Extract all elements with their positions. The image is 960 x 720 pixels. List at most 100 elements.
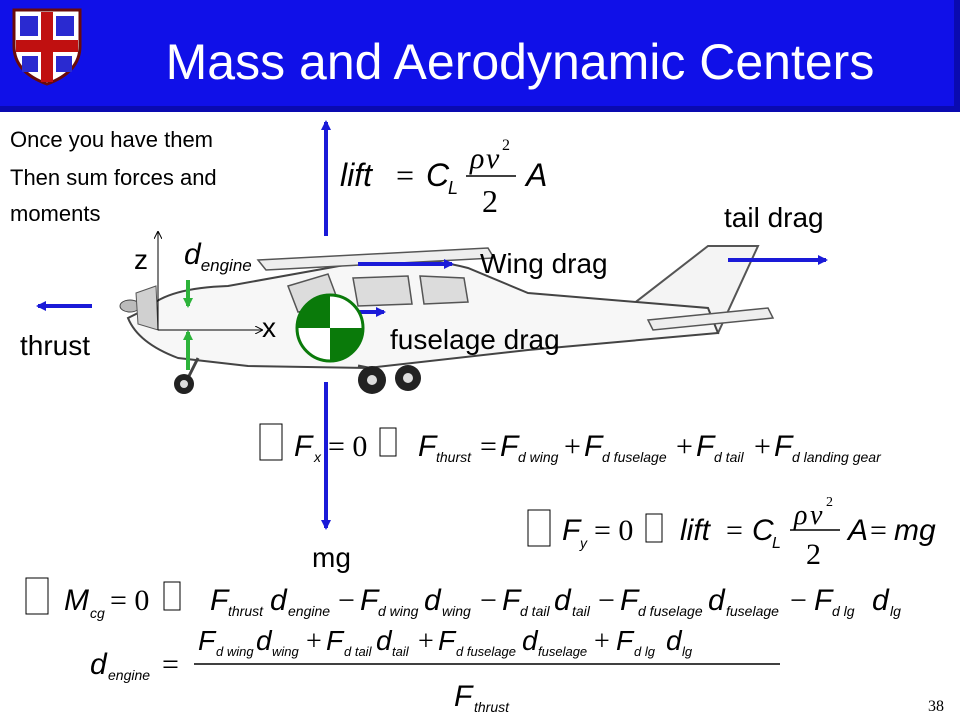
university-crest-logo	[12, 8, 82, 86]
lift-equation: lift = C L ρ v 2 2 A	[340, 137, 547, 219]
svg-text:=: =	[726, 514, 743, 547]
thrust-label: thrust	[20, 330, 91, 361]
svg-text:=: =	[870, 514, 887, 547]
sum-fy-equation: F y = 0 lift = C L ρ v 2 2 A = mg	[527, 495, 936, 571]
svg-text:L: L	[448, 178, 458, 198]
page-number: 38	[928, 698, 944, 715]
svg-text:wing: wing	[442, 603, 471, 619]
svg-text:F: F	[326, 625, 345, 656]
svg-text:mg: mg	[894, 514, 936, 547]
weight-label: mg	[312, 542, 351, 573]
svg-text:+: +	[594, 626, 610, 657]
svg-text:d wing: d wing	[378, 603, 419, 619]
svg-text:= 0: = 0	[594, 514, 633, 547]
svg-text:+: +	[418, 626, 434, 657]
svg-text:F: F	[774, 430, 794, 463]
svg-text:F: F	[562, 514, 582, 547]
note-line-2: Then sum forces and	[10, 165, 217, 190]
svg-text:d: d	[376, 625, 393, 656]
svg-text:+: +	[306, 626, 322, 657]
svg-text:thrust: thrust	[474, 699, 510, 715]
x-axis-label: x	[262, 312, 276, 343]
svg-text:d: d	[708, 584, 726, 617]
svg-text:=: =	[480, 430, 497, 463]
svg-text:d: d	[256, 625, 273, 656]
svg-text:lift: lift	[340, 157, 373, 193]
svg-text:d tail: d tail	[714, 449, 744, 465]
note-line-1: Once you have them	[10, 127, 214, 152]
svg-text:F: F	[360, 584, 380, 617]
svg-text:ρ: ρ	[469, 142, 484, 175]
svg-text:F: F	[502, 584, 522, 617]
svg-text:tail: tail	[392, 644, 410, 659]
svg-text:L: L	[772, 535, 781, 552]
svg-text:M: M	[64, 584, 89, 617]
svg-text:−: −	[338, 584, 355, 617]
svg-text:C: C	[752, 514, 774, 547]
svg-text:F: F	[418, 430, 438, 463]
svg-text:F: F	[620, 584, 640, 617]
svg-text:fuselage: fuselage	[538, 644, 587, 659]
svg-text:−: −	[480, 584, 497, 617]
svg-text:fuselage: fuselage	[726, 603, 779, 619]
z-axis-label: z	[134, 244, 148, 275]
svg-text:d fuselage: d fuselage	[602, 449, 667, 465]
svg-text:lg: lg	[682, 644, 693, 659]
svg-text:F: F	[814, 584, 834, 617]
svg-text:+: +	[676, 430, 693, 463]
svg-text:A: A	[846, 514, 868, 547]
svg-text:d tail: d tail	[344, 644, 373, 659]
svg-text:F: F	[210, 584, 230, 617]
svg-text:A: A	[524, 157, 547, 193]
svg-text:d fuselage: d fuselage	[456, 644, 516, 659]
svg-text:d: d	[90, 648, 108, 681]
svg-text:F: F	[500, 430, 520, 463]
svg-text:F: F	[294, 430, 314, 463]
note-line-3: moments	[10, 201, 101, 226]
svg-text:d wing: d wing	[216, 644, 254, 659]
svg-text:=: =	[162, 648, 179, 681]
center-of-gravity-symbol	[295, 293, 365, 363]
title-banner	[0, 0, 960, 112]
svg-text:= 0: = 0	[328, 430, 367, 463]
svg-text:+: +	[564, 430, 581, 463]
svg-text:2: 2	[502, 137, 510, 154]
fuselage-drag-label: fuselage drag	[390, 324, 560, 355]
svg-text:=: =	[396, 157, 414, 193]
svg-text:tail: tail	[572, 603, 591, 619]
svg-text:−: −	[598, 584, 615, 617]
svg-text:thrust: thrust	[228, 603, 264, 619]
svg-text:F: F	[696, 430, 716, 463]
sum-fx-equation: F x = 0 F thurst = F d wing + F d fusela…	[259, 423, 882, 465]
svg-text:F: F	[584, 430, 604, 463]
svg-text:cg: cg	[90, 605, 105, 621]
svg-text:y: y	[579, 535, 588, 551]
d-engine-equation: d engine = F d wing d wing + F d tail d …	[90, 625, 780, 715]
svg-text:F: F	[198, 625, 217, 656]
svg-text:2: 2	[826, 495, 833, 510]
airplane-illustration	[119, 245, 775, 394]
svg-text:v: v	[486, 142, 500, 175]
svg-text:thurst: thurst	[436, 449, 472, 465]
svg-text:d: d	[554, 584, 572, 617]
slide-title: Mass and Aerodynamic Centers	[165, 34, 875, 90]
svg-text:d lg: d lg	[832, 603, 855, 619]
svg-text:−: −	[790, 584, 807, 617]
svg-text:ρ: ρ	[793, 500, 807, 531]
svg-text:d: d	[666, 625, 683, 656]
svg-text:2: 2	[482, 183, 498, 219]
svg-text:wing: wing	[272, 644, 300, 659]
svg-text:F: F	[454, 680, 474, 713]
svg-text:d: d	[522, 625, 539, 656]
svg-text:2: 2	[806, 538, 821, 571]
svg-text:v: v	[810, 500, 823, 531]
svg-text:F: F	[438, 625, 457, 656]
tail-drag-label: tail drag	[724, 202, 824, 233]
svg-text:d tail: d tail	[520, 603, 550, 619]
svg-text:d: d	[872, 584, 890, 617]
svg-text:engine: engine	[108, 667, 150, 683]
svg-text:d wing: d wing	[518, 449, 559, 465]
svg-text:lg: lg	[890, 603, 901, 619]
svg-text:C: C	[426, 157, 450, 193]
